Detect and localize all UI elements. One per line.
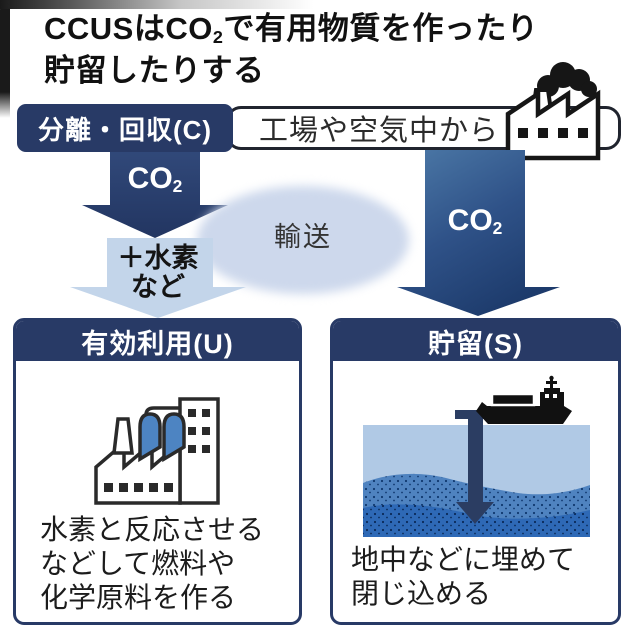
utilization-header: 有効利用(U) [16, 321, 299, 361]
factory-with-smoke-icon [505, 62, 601, 161]
storage-card: 貯留(S) [330, 318, 621, 625]
utilization-description: 水素と反応させる などして燃料や 化学原料を作る [40, 514, 265, 613]
co2-down-arrow-right: CO2 [397, 150, 560, 316]
storage-description: 地中などに埋めて 閉じ込める [351, 544, 576, 609]
injection-arrow [455, 410, 501, 524]
ship [476, 375, 572, 424]
title-line2: 貯留したりする [44, 53, 265, 88]
storage-header: 貯留(S) [333, 321, 618, 361]
capture-label-box: 分離・回収(C) [17, 104, 233, 152]
crop-artifact-left [0, 0, 10, 118]
transport-ellipse [197, 186, 409, 294]
chemical-plant-icon [93, 397, 220, 505]
crop-artifact-top [0, 0, 330, 9]
title-line1: CCUSはCO2で有用物質を作ったり [44, 11, 539, 47]
co2-label: CO2 [447, 204, 503, 238]
utilization-card: 有効利用(U) 水素と反応させる などして燃料や 化学原料を作る [13, 318, 302, 625]
page-title: CCUSはCO2で有用物質を作ったり 貯留したりする [44, 10, 538, 90]
transport-label: 輸送 [274, 221, 332, 252]
ship-seabed-injection-icon [363, 375, 590, 537]
